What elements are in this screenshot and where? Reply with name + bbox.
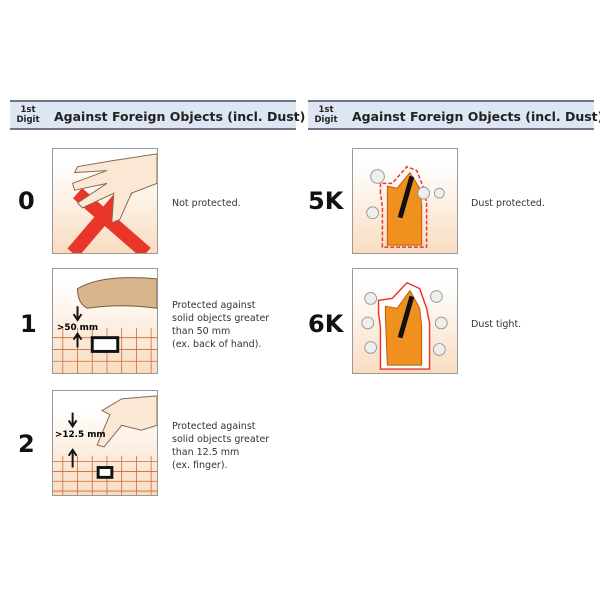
description-5k: Dust protected.: [471, 197, 591, 210]
code-5k: 5K: [308, 187, 344, 215]
description-2: Protected against solid objects greater …: [172, 420, 292, 472]
description-line: solid objects greater: [172, 313, 270, 324]
column-title: Against Foreign Objects (incl. Dust): [54, 109, 306, 124]
finger-above-grid-image: >12.5 mm: [52, 390, 158, 496]
code-1: 1: [20, 310, 37, 338]
hand-with-red-x-image: [52, 148, 158, 254]
code-2: 2: [18, 430, 35, 458]
code-6k: 6K: [308, 310, 344, 338]
description-line: (ex. finger).: [172, 460, 228, 471]
description-line: Protected against: [172, 300, 256, 311]
description-line: Not protected.: [172, 198, 241, 209]
description-line: Protected against: [172, 421, 256, 432]
digit-header-line1: 1st: [20, 105, 36, 115]
description-line: (ex. back of hand).: [172, 339, 262, 350]
digit-header-line2: Digit: [16, 115, 40, 125]
description-line: solid objects greater: [172, 434, 270, 445]
column-title: Against Foreign Objects (incl. Dust): [352, 109, 600, 124]
description-line: Dust tight.: [471, 319, 522, 330]
description-line: than 12.5 mm: [172, 447, 240, 458]
description-line: than 50 mm: [172, 326, 231, 337]
hand-above-grid-image: >50 mm: [52, 268, 158, 374]
description-line: Dust protected.: [471, 198, 545, 209]
description-1: Protected against solid objects greater …: [172, 299, 292, 351]
device-dust-protected-image: [352, 148, 458, 254]
description-6k: Dust tight.: [471, 318, 591, 331]
digit-header-line1: 1st: [318, 105, 334, 115]
size-label: >50 mm: [57, 323, 98, 333]
digit-header-line2: Digit: [314, 115, 338, 125]
size-label: >12.5 mm: [55, 430, 106, 440]
description-0: Not protected.: [172, 197, 292, 210]
code-0: 0: [18, 187, 35, 215]
device-dust-tight-image: [352, 268, 458, 374]
